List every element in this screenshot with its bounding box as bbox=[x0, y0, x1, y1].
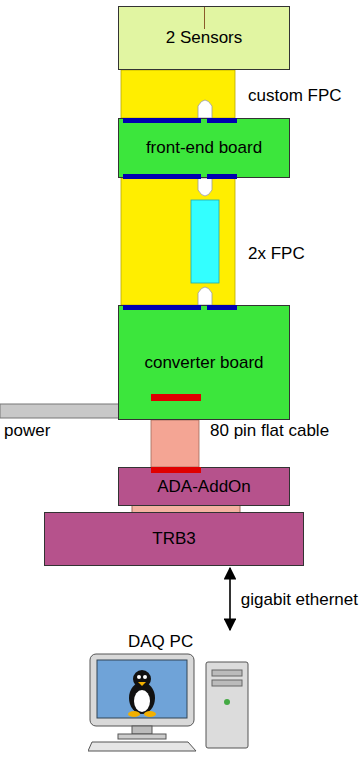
flat-cable bbox=[151, 420, 199, 467]
node-label: front-end board bbox=[146, 138, 262, 158]
edge-label: 2x FPC bbox=[248, 244, 305, 264]
connector-strip bbox=[151, 394, 201, 401]
connector bbox=[230, 568, 231, 630]
fpc-notch bbox=[198, 100, 212, 118]
pc-icon: DAQ PC bbox=[88, 632, 253, 754]
connector-strip bbox=[151, 467, 201, 473]
connector-strip bbox=[123, 174, 201, 179]
board-box: front-end board bbox=[118, 118, 290, 178]
connector-strip bbox=[207, 305, 237, 310]
node-label: DAQ PC bbox=[128, 632, 193, 652]
connector-strip bbox=[207, 174, 237, 179]
connector bbox=[121, 70, 235, 118]
edge-label: custom FPC bbox=[248, 86, 342, 106]
connector-strip bbox=[207, 118, 237, 123]
node-label: 2 Sensors bbox=[166, 28, 243, 48]
board-box: converter board bbox=[118, 305, 290, 420]
fpc-band bbox=[121, 70, 235, 118]
fpc-band bbox=[121, 178, 235, 305]
sensor-divider bbox=[204, 7, 205, 29]
part-label: power bbox=[4, 421, 50, 441]
connector bbox=[121, 178, 235, 305]
fpc-overlap bbox=[191, 200, 219, 283]
addon-box: ADA-AddOn bbox=[118, 467, 290, 506]
edge-label: gigabit ethernet bbox=[241, 590, 358, 610]
node-label: converter board bbox=[144, 353, 263, 373]
fpc-notch bbox=[198, 178, 212, 196]
connector-strip bbox=[123, 118, 201, 123]
connector-strip bbox=[123, 305, 201, 310]
sensor-box: 2 Sensors bbox=[118, 6, 290, 70]
node-label: ADA-AddOn bbox=[157, 477, 251, 497]
connector bbox=[151, 420, 199, 467]
node-label: TRB3 bbox=[152, 529, 195, 549]
trb-box: TRB3 bbox=[44, 512, 304, 566]
fpc-notch bbox=[198, 287, 212, 305]
edge-label: 80 pin flat cable bbox=[210, 421, 329, 441]
arrow-line bbox=[229, 568, 231, 630]
power-cable bbox=[0, 404, 120, 418]
